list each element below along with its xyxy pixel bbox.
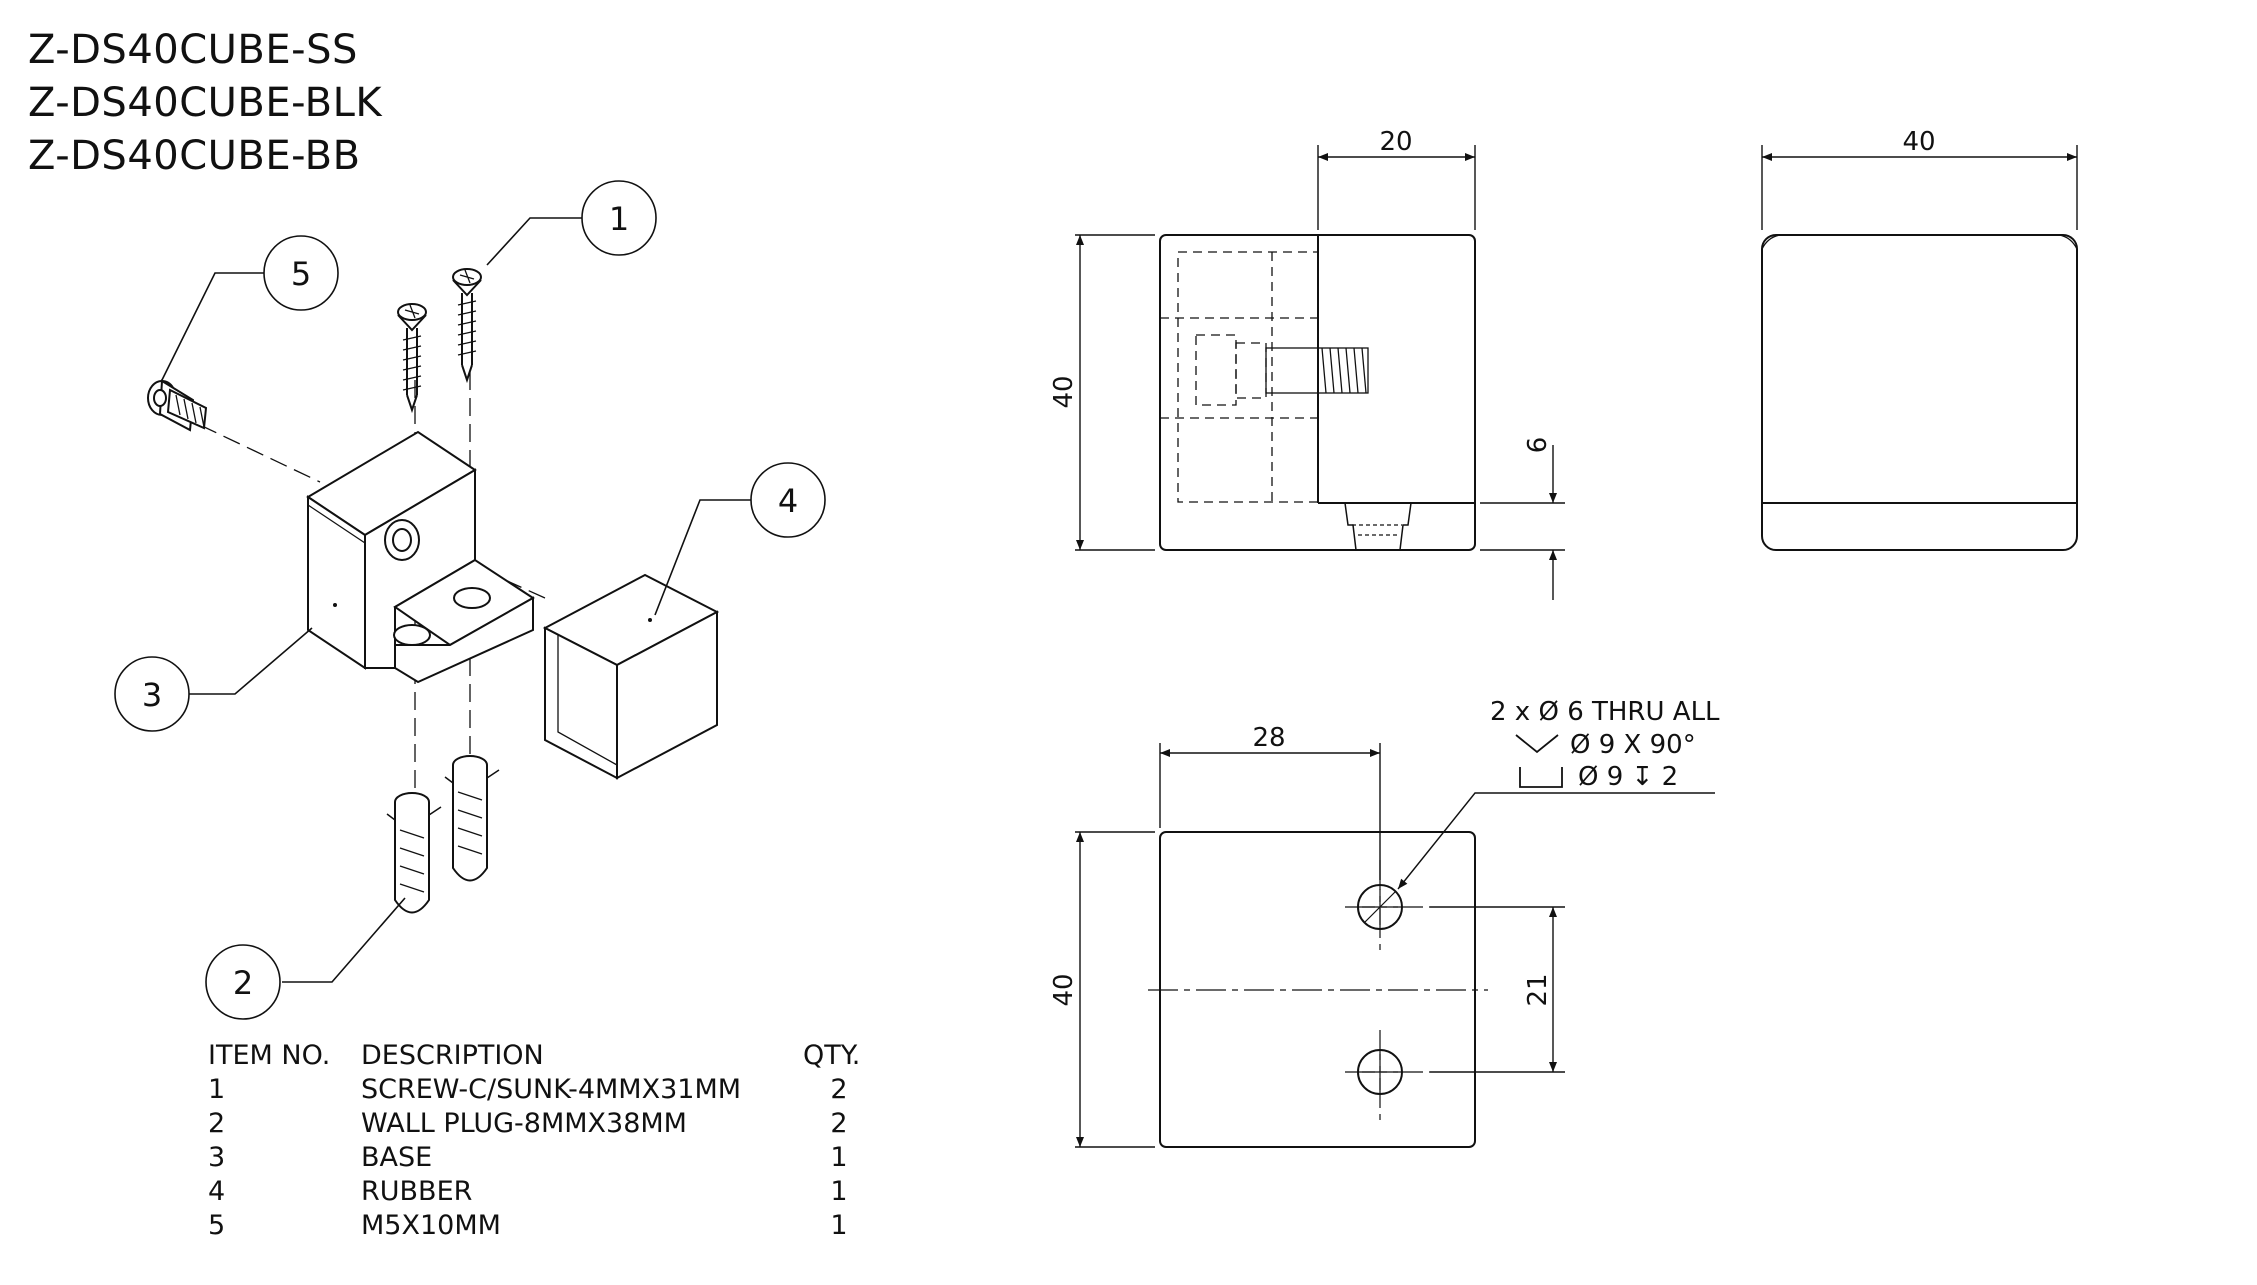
- bom-item-no: 5: [208, 1210, 226, 1241]
- hole-callout-line: Ø 9 X 90°: [1570, 730, 1696, 760]
- balloon-label: 5: [291, 255, 311, 293]
- balloon-label: 1: [609, 200, 629, 238]
- bom-description: M5X10MM: [361, 1210, 501, 1241]
- hole-callout-line: Ø 9 ↧ 2: [1578, 762, 1678, 792]
- bom-item-no: 2: [208, 1108, 226, 1139]
- item-balloons: [114, 180, 826, 1020]
- part-number: Z-DS40CUBE-BLK: [28, 80, 383, 126]
- countersunk-screw: [397, 303, 427, 414]
- set-screw: [147, 379, 208, 432]
- dimension-label: 20: [1379, 127, 1412, 157]
- bom-description: RUBBER: [361, 1176, 473, 1207]
- bom-qty: 1: [830, 1210, 848, 1241]
- balloon-label: 3: [142, 676, 162, 714]
- dimension-label: 40: [1049, 375, 1079, 408]
- bom-description: BASE: [361, 1142, 433, 1173]
- bom-qty: 2: [830, 1074, 848, 1105]
- bom-item-no: 4: [208, 1176, 226, 1207]
- hole-callout: 2 x Ø 6 THRU ALL Ø 9 X 90° Ø 9 ↧ 2: [1490, 697, 1720, 792]
- front-view: [1761, 234, 2078, 551]
- bom-qty: 1: [830, 1176, 848, 1207]
- dimension-label: 40: [1902, 127, 1935, 157]
- dimension-label: 28: [1252, 723, 1285, 753]
- bom-item-no: 1: [208, 1074, 226, 1105]
- part-number: Z-DS40CUBE-BB: [28, 133, 361, 179]
- bom-description: SCREW-C/SUNK-4MMX31MM: [361, 1074, 742, 1105]
- side-view-dimensions: [1075, 145, 1565, 600]
- dimension-label: 21: [1523, 973, 1553, 1006]
- countersunk-screw: [452, 268, 482, 384]
- front-view-dimensions: [1761, 145, 2078, 230]
- base-bracket: [306, 430, 535, 684]
- bom-description: WALL PLUG-8MMX38MM: [361, 1108, 687, 1139]
- top-view-dimensions: [1075, 734, 1715, 1148]
- balloon-label: 4: [778, 482, 798, 520]
- top-view: [1148, 831, 1488, 1148]
- bom-header-description: DESCRIPTION: [361, 1040, 544, 1071]
- bom-qty: 2: [830, 1108, 848, 1139]
- exploded-view: [147, 268, 720, 914]
- wall-plug: [386, 792, 442, 914]
- bom-qty: 1: [830, 1142, 848, 1173]
- bom-item-no: 3: [208, 1142, 226, 1173]
- part-number-list: Z-DS40CUBE-SS Z-DS40CUBE-BLK Z-DS40CUBE-…: [28, 24, 382, 183]
- bom-header-qty: QTY.: [803, 1040, 861, 1071]
- balloon-label: 2: [233, 964, 253, 1002]
- dimension-label: 40: [1049, 973, 1079, 1006]
- part-number: Z-DS40CUBE-SS: [28, 27, 358, 73]
- hole-callout-line: 2 x Ø 6 THRU ALL: [1490, 697, 1720, 727]
- wall-plug: [444, 755, 500, 882]
- bom-header-item: ITEM NO.: [208, 1040, 331, 1071]
- side-view: [1159, 234, 1476, 551]
- rubber-cube: [542, 573, 720, 780]
- dimension-label: 6: [1523, 437, 1553, 454]
